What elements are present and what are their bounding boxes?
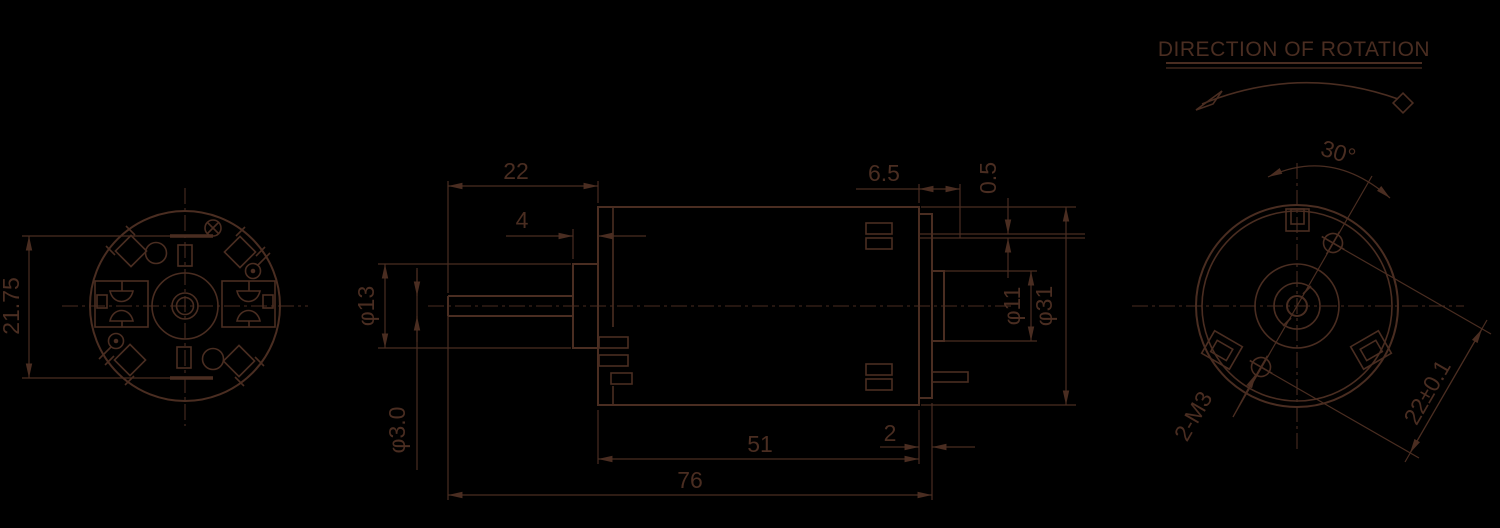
rear-housing-outline — [89, 210, 281, 402]
brush-spring-bottom — [236, 309, 261, 322]
bearing-recess-circle — [151, 272, 219, 340]
brush-spring-bottom — [109, 309, 134, 322]
rear-crimp-tab — [865, 222, 893, 235]
vent-hole — [144, 241, 168, 265]
rear-end-view: 21.75 — [0, 188, 308, 426]
brush-spring-top — [109, 290, 134, 303]
dim-label-51: 51 — [747, 431, 773, 457]
motor-terminal — [931, 371, 969, 383]
dim-label-76: 76 — [677, 467, 703, 493]
dim-label-0-5: 0.5 — [975, 162, 1001, 194]
rotation-arrowhead — [1195, 90, 1223, 111]
right-brush-holder — [221, 280, 276, 328]
shaft-circle — [1286, 295, 1308, 317]
dim-label-phi13: φ13 — [353, 286, 379, 327]
mount-hole-upper — [1321, 231, 1345, 255]
dim-collar-diameter: φ13 — [353, 263, 571, 349]
front-housing-inner-rim — [1201, 210, 1393, 402]
rotation-note: DIRECTION OF ROTATION — [1158, 38, 1430, 115]
shaft — [447, 295, 573, 317]
dim-label-phi11: φ11 — [999, 287, 1025, 326]
front-housing-outline — [1195, 204, 1399, 408]
top-terminal-notch — [1285, 208, 1310, 232]
dim-cover-thickness: 2 — [880, 403, 975, 500]
dim-label-phi3: φ3.0 — [384, 407, 410, 454]
bushing-circle — [171, 292, 199, 320]
dim-label-30deg: 30° — [1318, 135, 1359, 170]
housing-crimp-tab — [598, 354, 629, 367]
rivet-upper-right — [244, 252, 271, 280]
dim-shaft-diameter: φ3.0 — [384, 268, 421, 470]
dim-collar-offset: 4 — [506, 207, 646, 259]
brush-spring-top — [236, 290, 261, 303]
rear-crimp-tab — [865, 378, 893, 391]
rivet-lower-left — [98, 332, 125, 360]
dim-label-22-tol: 22±0.1 — [1398, 355, 1456, 429]
dim-label-2: 2 — [884, 420, 897, 446]
front-mounting-view: 30° 2-M3 22±0.1 — [1132, 135, 1492, 463]
top-vent-slot — [177, 244, 193, 267]
rear-crimp-tab — [865, 363, 893, 376]
dim-body-length: 51 — [597, 410, 920, 464]
dim-shaft-length: 22 — [447, 158, 599, 293]
dim-rear-length: 6.5 — [856, 160, 961, 238]
dim-end-play: 0.5 — [975, 162, 1012, 278]
bottom-vent-slot — [176, 346, 192, 369]
terminal-slot — [262, 294, 274, 309]
dim-label-6-5: 6.5 — [868, 160, 900, 186]
dim-label-phi31: φ31 — [1031, 286, 1057, 327]
shaft-bore-circle — [175, 296, 195, 316]
vent-hole — [201, 347, 225, 371]
dim-mount-angle: 30° — [1267, 135, 1391, 199]
housing-crimp-tab — [598, 336, 629, 349]
dim-terminal-span: 21.75 — [0, 234, 213, 380]
dim-total-length: 76 — [447, 316, 932, 500]
dim-boss-diameter: φ11 — [944, 270, 1037, 342]
rear-bearing-boss — [931, 270, 945, 342]
screw-spec-label: 2-M3 — [1169, 387, 1218, 445]
mount-hole-lower — [1249, 355, 1273, 379]
collar-circle — [1254, 263, 1340, 349]
left-brush-holder — [94, 280, 149, 328]
boss-circle — [1273, 282, 1321, 330]
dim-label-22: 22 — [503, 158, 529, 184]
terminal-slot — [96, 294, 108, 309]
dim-hole-spacing: 22±0.1 — [1270, 248, 1492, 463]
mount-hole-axis-line — [1232, 175, 1373, 418]
rim-notch-lower-right — [1349, 329, 1393, 371]
dim-body-diameter: φ31 — [921, 206, 1076, 406]
dim-label-21-75: 21.75 — [0, 277, 24, 335]
side-view: 22 4 6.5 0.5 φ13 — [353, 158, 1085, 500]
rotation-arc — [1201, 81, 1399, 105]
screw-head — [204, 219, 222, 237]
rotation-title: DIRECTION OF ROTATION — [1158, 38, 1430, 61]
rear-crimp-tab — [865, 237, 893, 250]
housing-crimp-tab — [610, 372, 633, 385]
rotation-arc-tail-diamond — [1391, 91, 1415, 115]
dim-label-4: 4 — [516, 207, 529, 233]
